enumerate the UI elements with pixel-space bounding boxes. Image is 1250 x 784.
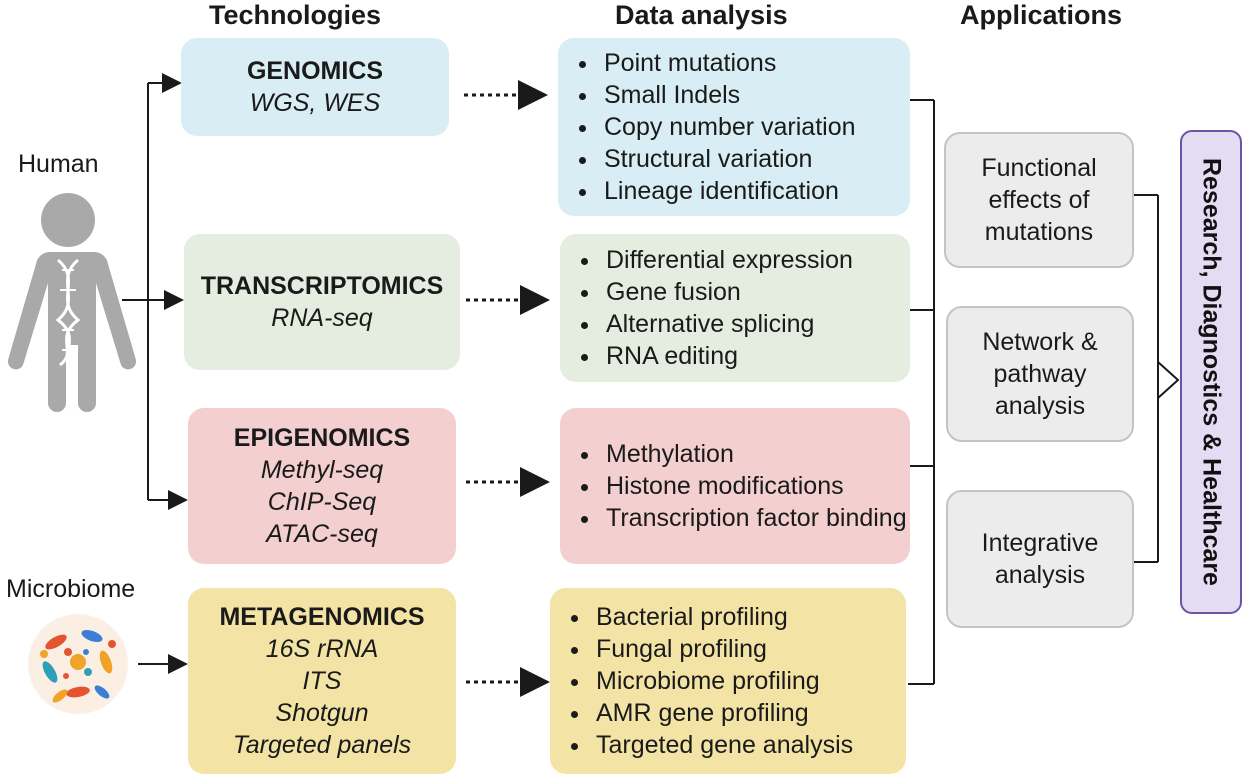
tech-sub-genomics: WGS, WES [249, 89, 381, 117]
analysis-box-genomics: Point mutations Small Indels Copy number… [558, 38, 910, 216]
tech-title-epigenomics: EPIGENOMICS [233, 424, 411, 452]
tech-title-genomics: GENOMICS [246, 57, 384, 85]
header-applications: Applications [960, 0, 1123, 30]
analysis-item: Histone modifications [602, 470, 910, 502]
header-data-analysis: Data analysis [615, 0, 788, 30]
source-label-microbiome: Microbiome [6, 575, 136, 603]
analysis-box-transcriptomics: Differential expression Gene fusion Alte… [560, 234, 910, 382]
tech-box-metagenomics: METAGENOMICS 16S rRNA ITS Shotgun Target… [188, 588, 456, 774]
app-box-integrative: Integrative analysis [946, 490, 1134, 628]
analysis-item: Methylation [602, 438, 910, 470]
analysis-item: Small Indels [600, 79, 910, 111]
header-technologies: Technologies [209, 0, 382, 30]
tech-sub-transcriptomics: RNA-seq [271, 304, 373, 332]
tech-title-transcriptomics: TRANSCRIPTOMICS [200, 272, 444, 300]
app-label-functional-effects: Functional effects of mutations [981, 154, 1097, 246]
analysis-item: Lineage identification [600, 175, 910, 207]
tech-title-metagenomics: METAGENOMICS [219, 603, 425, 631]
tech-sub-metagenomics-1: 16S rRNA [265, 635, 379, 663]
tech-sub-metagenomics-4: Targeted panels [232, 731, 412, 759]
analysis-item: RNA editing [602, 340, 910, 372]
analysis-item: Transcription factor binding [602, 502, 910, 534]
tech-sub-epigenomics-1: Methyl-seq [260, 456, 384, 484]
analysis-item: Targeted gene analysis [592, 729, 906, 761]
analysis-item: Gene fusion [602, 276, 910, 308]
tech-box-genomics: GENOMICS WGS, WES [181, 38, 449, 136]
tech-box-transcriptomics: TRANSCRIPTOMICS RNA-seq [184, 234, 460, 370]
analysis-item: Differential expression [602, 244, 910, 276]
outcome-label: Research, Diagnostics & Healthcare [1197, 158, 1226, 586]
analysis-item: Alternative splicing [602, 308, 910, 340]
analysis-item: Bacterial profiling [592, 601, 906, 633]
source-label-human: Human [18, 150, 99, 178]
analysis-item: Microbiome profiling [592, 665, 906, 697]
tech-box-epigenomics: EPIGENOMICS Methyl-seq ChIP-Seq ATAC-seq [188, 408, 456, 564]
analysis-item: Copy number variation [600, 111, 910, 143]
tech-sub-metagenomics-3: Shotgun [275, 699, 369, 727]
analysis-box-metagenomics: Bacterial profiling Fungal profiling Mic… [550, 588, 906, 774]
outcome-box: Research, Diagnostics & Healthcare [1180, 130, 1242, 614]
tech-sub-epigenomics-3: ATAC-seq [266, 520, 378, 548]
analysis-item: Structural variation [600, 143, 910, 175]
app-box-functional-effects: Functional effects of mutations [944, 132, 1134, 268]
app-label-integrative: Integrative analysis [981, 529, 1099, 589]
app-box-network-pathway: Network & pathway analysis [946, 306, 1134, 442]
human-dna-icon [7, 193, 137, 412]
analysis-item: Point mutations [600, 47, 910, 79]
analysis-box-epigenomics: Methylation Histone modifications Transc… [560, 408, 910, 564]
analysis-item: AMR gene profiling [592, 697, 906, 729]
tech-sub-epigenomics-2: ChIP-Seq [267, 488, 377, 516]
app-label-network-pathway: Network & pathway analysis [982, 328, 1098, 420]
tech-sub-metagenomics-2: ITS [302, 667, 342, 695]
analysis-item: Fungal profiling [592, 633, 906, 665]
microbiome-icon [28, 614, 128, 714]
